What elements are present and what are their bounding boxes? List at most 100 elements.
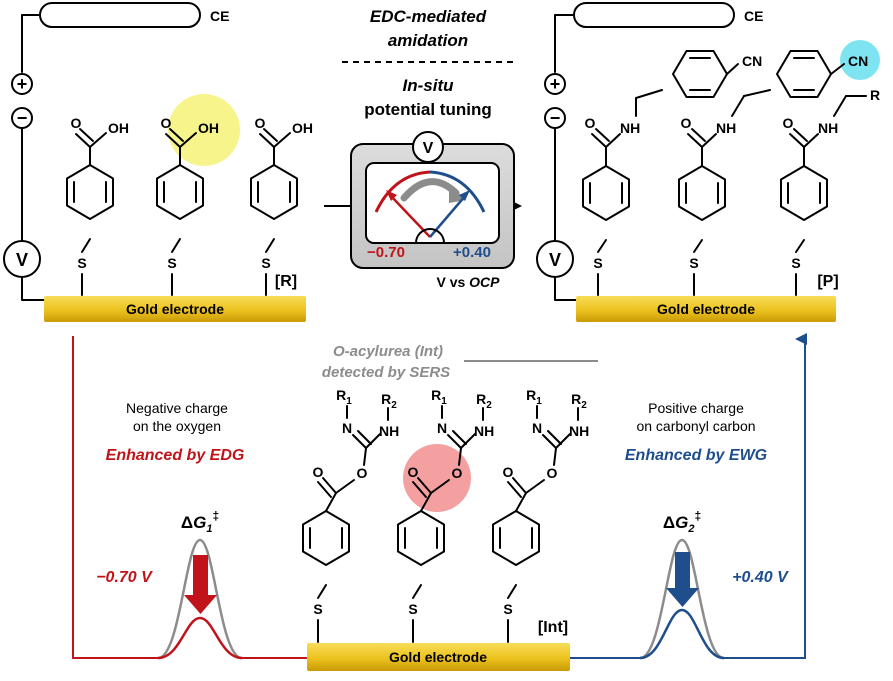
int-r1-2: R1 bbox=[431, 387, 447, 407]
left-barrier-label: ΔG1‡ bbox=[181, 509, 219, 535]
left-sulfur-1: S bbox=[77, 255, 86, 271]
scale-arc-blue bbox=[429, 170, 486, 213]
right-nh-2: NH bbox=[716, 120, 736, 136]
nitrile-highlight bbox=[840, 40, 880, 80]
right-barrier-low bbox=[639, 608, 725, 660]
right-cn-2: CN bbox=[848, 53, 868, 69]
tuning-title-line1: In-situ bbox=[403, 76, 455, 95]
int-sulfur-3: S bbox=[503, 601, 512, 617]
int-oxygen-1a: O bbox=[313, 464, 324, 480]
int-title-line2: detected by SERS bbox=[322, 364, 450, 381]
int-sulfur-2: S bbox=[408, 601, 417, 617]
right-pathway-line bbox=[724, 333, 807, 659]
left-plus-sign: + bbox=[17, 74, 28, 94]
left-ce-label: CE bbox=[210, 8, 229, 24]
int-title-line1: O-acylurea (Int) bbox=[333, 343, 443, 360]
right-oxygen-2: O bbox=[681, 115, 692, 131]
right-cn-1: CN bbox=[742, 53, 762, 69]
left-hydroxyl-3: OH bbox=[292, 120, 313, 136]
right-counter-electrode bbox=[573, 2, 735, 28]
left-lowering-arrow-head bbox=[184, 595, 217, 614]
left-hydroxyl-2: OH bbox=[198, 120, 219, 136]
int-gold-electrode bbox=[307, 643, 570, 671]
int-r2-2: R2 bbox=[476, 391, 492, 411]
left-panel: CE + − V Gold electrode [R] S O OH bbox=[3, 2, 313, 322]
int-electrode-label: Gold electrode bbox=[389, 649, 487, 665]
right-voltage-symbol: V bbox=[549, 250, 561, 270]
left-sulfur-3: S bbox=[261, 255, 270, 271]
potential-positive: +0.40 bbox=[453, 244, 491, 261]
right-nh-1: NH bbox=[620, 120, 640, 136]
right-sulfur-2: S bbox=[689, 255, 698, 271]
right-oxygen-3: O bbox=[783, 115, 794, 131]
right-ce-label: CE bbox=[744, 8, 763, 24]
int-oxygen-3a: O bbox=[503, 464, 514, 480]
left-state-label: [R] bbox=[275, 273, 297, 290]
right-molecule-2: S O NH CN bbox=[678, 50, 868, 296]
right-panel: CE + − V Gold electrode [P] S O NH bbox=[536, 2, 880, 322]
needle-pivot bbox=[415, 228, 445, 244]
right-potential-label: +0.40 V bbox=[732, 569, 789, 586]
left-hydroxyl-1: OH bbox=[108, 120, 129, 136]
int-molecule-2: S O O N R1 NH R2 bbox=[397, 387, 494, 643]
right-plus-sign: + bbox=[550, 74, 561, 94]
acylurea-highlight bbox=[403, 444, 471, 512]
right-plus-terminal bbox=[544, 73, 566, 95]
left-minus-sign: − bbox=[17, 108, 28, 128]
reference-label: V vs OCP bbox=[436, 274, 500, 290]
right-lowering-arrow-shaft bbox=[675, 552, 690, 590]
right-barrier-label: ΔG2‡ bbox=[663, 509, 701, 535]
left-barrier-low bbox=[157, 616, 243, 660]
right-oxygen-1: O bbox=[585, 115, 596, 131]
left-plus-terminal bbox=[11, 73, 33, 95]
left-voltage-symbol: V bbox=[16, 250, 28, 270]
int-nh-1: NH bbox=[379, 423, 399, 439]
right-lowering-arrow-head bbox=[666, 588, 699, 607]
left-desc-line2: on the oxygen bbox=[133, 418, 221, 434]
meter-symbol: V bbox=[423, 140, 434, 157]
amidation-title-line2: amidation bbox=[388, 31, 468, 50]
int-oxygen-3b: O bbox=[547, 465, 558, 481]
int-nh-3: NH bbox=[569, 423, 589, 439]
right-energy-panel: Positive charge on carbonyl carbon Enhan… bbox=[570, 333, 807, 660]
int-r1-1: R1 bbox=[336, 387, 352, 407]
left-barrier-high bbox=[157, 538, 243, 660]
right-sulfur-1: S bbox=[593, 255, 602, 271]
right-sulfur-3: S bbox=[791, 255, 800, 271]
carboxyl-highlight bbox=[168, 94, 240, 166]
tuning-title-line2: potential tuning bbox=[364, 100, 491, 119]
left-gold-electrode bbox=[44, 296, 306, 322]
needle-red-head bbox=[386, 190, 397, 201]
left-pathway-line bbox=[72, 336, 158, 659]
int-nitrogen-3: N bbox=[532, 420, 542, 436]
right-effect-label: Enhanced by EWG bbox=[625, 447, 767, 464]
int-oxygen-1b: O bbox=[357, 465, 368, 481]
left-molecule-1: S O OH bbox=[66, 115, 129, 296]
int-nitrogen-2: N bbox=[437, 420, 447, 436]
left-sulfur-2: S bbox=[167, 255, 176, 271]
left-electrode-label: Gold electrode bbox=[126, 301, 224, 317]
intermediate-panel: O-acylurea (Int) detected by SERS Gold e… bbox=[302, 343, 598, 671]
left-oxygen-1: O bbox=[71, 115, 82, 131]
int-molecule-1: S O O N R1 NH R2 bbox=[302, 387, 399, 643]
left-lowering-arrow-shaft bbox=[193, 555, 208, 597]
left-molecule-2: S O OH bbox=[156, 115, 219, 296]
left-molecule-3: S O OH bbox=[250, 115, 313, 296]
int-molecule-3: S O O N R1 NH R2 bbox=[492, 387, 589, 643]
int-oxygen-2b: O bbox=[452, 465, 463, 481]
right-minus-sign: − bbox=[550, 108, 561, 128]
int-r1-3: R1 bbox=[526, 387, 542, 407]
right-gold-electrode bbox=[576, 296, 836, 322]
right-desc-line1: Positive charge bbox=[648, 400, 744, 416]
left-counter-electrode bbox=[39, 2, 201, 28]
int-oxygen-2a: O bbox=[408, 464, 419, 480]
left-desc-line1: Negative charge bbox=[126, 400, 228, 416]
right-barrier-high bbox=[639, 538, 725, 660]
left-energy-panel: Negative charge on the oxygen Enhanced b… bbox=[72, 336, 310, 660]
right-electrode-label: Gold electrode bbox=[657, 301, 755, 317]
int-state-label: [Int] bbox=[538, 619, 568, 636]
int-nitrogen-1: N bbox=[342, 420, 352, 436]
int-sulfur-1: S bbox=[313, 601, 322, 617]
potential-negative: −0.70 bbox=[367, 244, 405, 261]
